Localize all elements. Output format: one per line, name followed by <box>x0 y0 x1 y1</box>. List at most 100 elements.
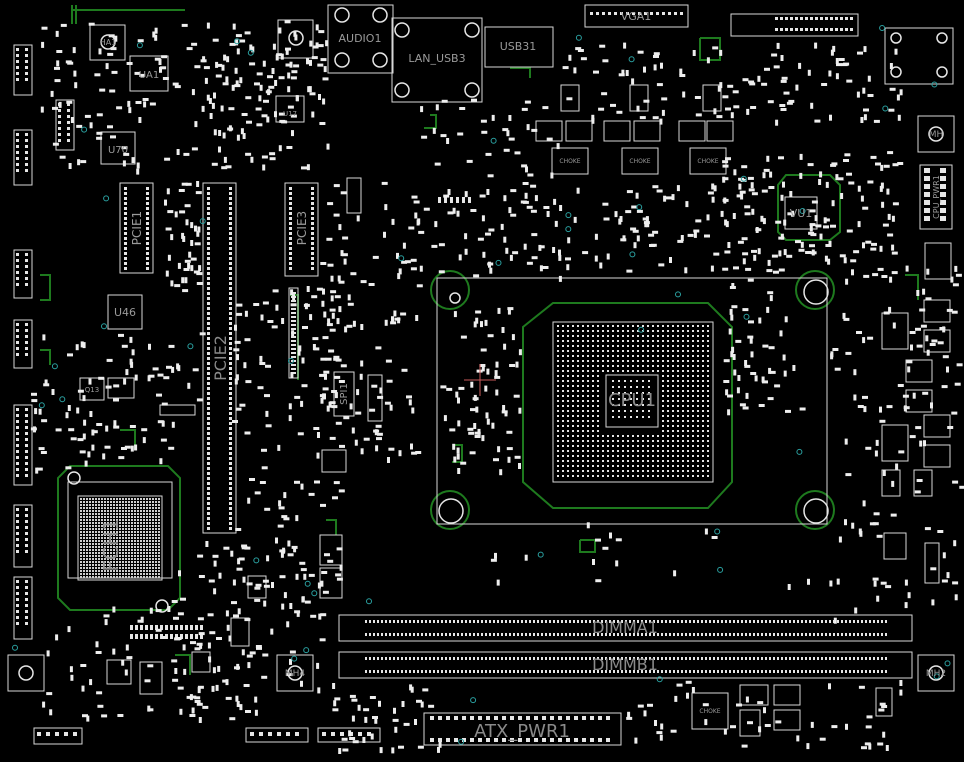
dimm-pin <box>433 633 435 636</box>
slot-pin <box>229 352 232 355</box>
bga-ball <box>116 531 118 533</box>
bga-ball <box>122 513 124 515</box>
bga-ball <box>662 400 664 402</box>
slot-pin <box>311 252 314 255</box>
bga-ball <box>582 405 584 407</box>
bga-ball <box>657 360 659 362</box>
dimm-pin <box>441 633 443 636</box>
bga-ball <box>122 543 124 545</box>
dimm-pin <box>793 633 795 636</box>
bga-ball <box>587 375 589 377</box>
vga-pin <box>835 17 838 20</box>
bga-ball <box>107 519 109 521</box>
bga-ball <box>657 475 659 477</box>
pad-row <box>170 634 173 639</box>
slot-pin <box>229 502 232 505</box>
bga-ball <box>83 507 85 509</box>
dimm-pin <box>757 620 759 623</box>
via <box>288 357 294 364</box>
bga-ball <box>92 567 94 569</box>
smd-pad <box>496 579 500 586</box>
bga-ball <box>692 365 694 367</box>
smd-pad <box>883 164 890 168</box>
slot-pin <box>229 237 232 240</box>
dimm-pin <box>469 633 471 636</box>
bga-ball <box>113 555 115 557</box>
bga-ball <box>140 543 142 545</box>
dimm-pin <box>613 670 615 673</box>
bga-ball <box>682 460 684 462</box>
dimm-pin <box>557 620 559 623</box>
smd-pad <box>730 314 734 321</box>
dimm-pin <box>401 657 403 660</box>
bga-ball <box>707 360 709 362</box>
dimm-pin <box>841 633 843 636</box>
bga-ball <box>86 549 88 551</box>
smd-pad <box>80 341 84 348</box>
smd-pad <box>506 430 513 434</box>
smd-pad <box>222 679 229 683</box>
bga-ball <box>687 455 689 457</box>
bga-ball <box>667 370 669 372</box>
slot-pin <box>311 192 314 195</box>
dimm-pin <box>413 657 415 660</box>
header-pin <box>16 265 19 268</box>
smd-pad <box>823 225 829 229</box>
bga-ball <box>617 475 619 477</box>
smd-pad <box>355 411 362 415</box>
bga-ball <box>587 450 589 452</box>
bga-ball <box>119 519 121 521</box>
bga-ball <box>125 561 127 563</box>
bga-ball <box>702 370 704 372</box>
header-pin <box>16 586 19 589</box>
bga-ball <box>652 460 654 462</box>
bga-ball <box>637 475 639 477</box>
bga-ball <box>131 501 133 503</box>
smd-pad <box>300 400 304 407</box>
smd-pad <box>775 119 779 126</box>
smd-pad <box>186 47 193 51</box>
dimm-pin <box>545 633 547 636</box>
bga-ball <box>657 355 659 357</box>
bga-ball <box>624 398 626 400</box>
bga-ball <box>592 415 594 417</box>
smd-pad <box>179 708 183 715</box>
vga-pin <box>825 28 828 31</box>
bga-ball <box>607 470 609 472</box>
dimm-pin <box>673 620 675 623</box>
bga-ball <box>98 516 100 518</box>
header-pin <box>25 592 28 595</box>
smd-pad <box>167 254 171 261</box>
smd-pad <box>346 324 353 328</box>
smd-pad <box>479 194 486 198</box>
smd-pad <box>814 215 818 222</box>
smd-pad <box>36 467 43 471</box>
smd-pad <box>456 447 460 454</box>
bottom-header-pin <box>46 732 50 736</box>
smd-pad <box>283 517 290 521</box>
smd-pad <box>416 284 423 288</box>
cpu-pwr-pin <box>924 184 930 189</box>
dimm-pin <box>701 670 703 673</box>
dimm-pin <box>769 670 771 673</box>
bga-ball <box>86 552 88 554</box>
bga-ball <box>677 455 679 457</box>
dimm-pin <box>433 670 435 673</box>
bga-ball <box>692 340 694 342</box>
smd-pad <box>277 444 281 451</box>
smd-pad <box>52 142 59 146</box>
dimm-pin <box>461 670 463 673</box>
bga-ball <box>101 510 103 512</box>
smd-pad <box>202 705 209 709</box>
smd-pad <box>733 105 740 109</box>
dimm-pin <box>393 670 395 673</box>
header-pin <box>25 610 28 613</box>
dimm-pin <box>397 633 399 636</box>
bga-ball <box>618 410 620 412</box>
bga-ball <box>104 498 106 500</box>
smd-pad <box>183 268 190 271</box>
smd-pad <box>783 249 787 256</box>
smd-pad <box>692 50 696 56</box>
bga-ball <box>687 345 689 347</box>
smd-pad <box>55 428 62 432</box>
